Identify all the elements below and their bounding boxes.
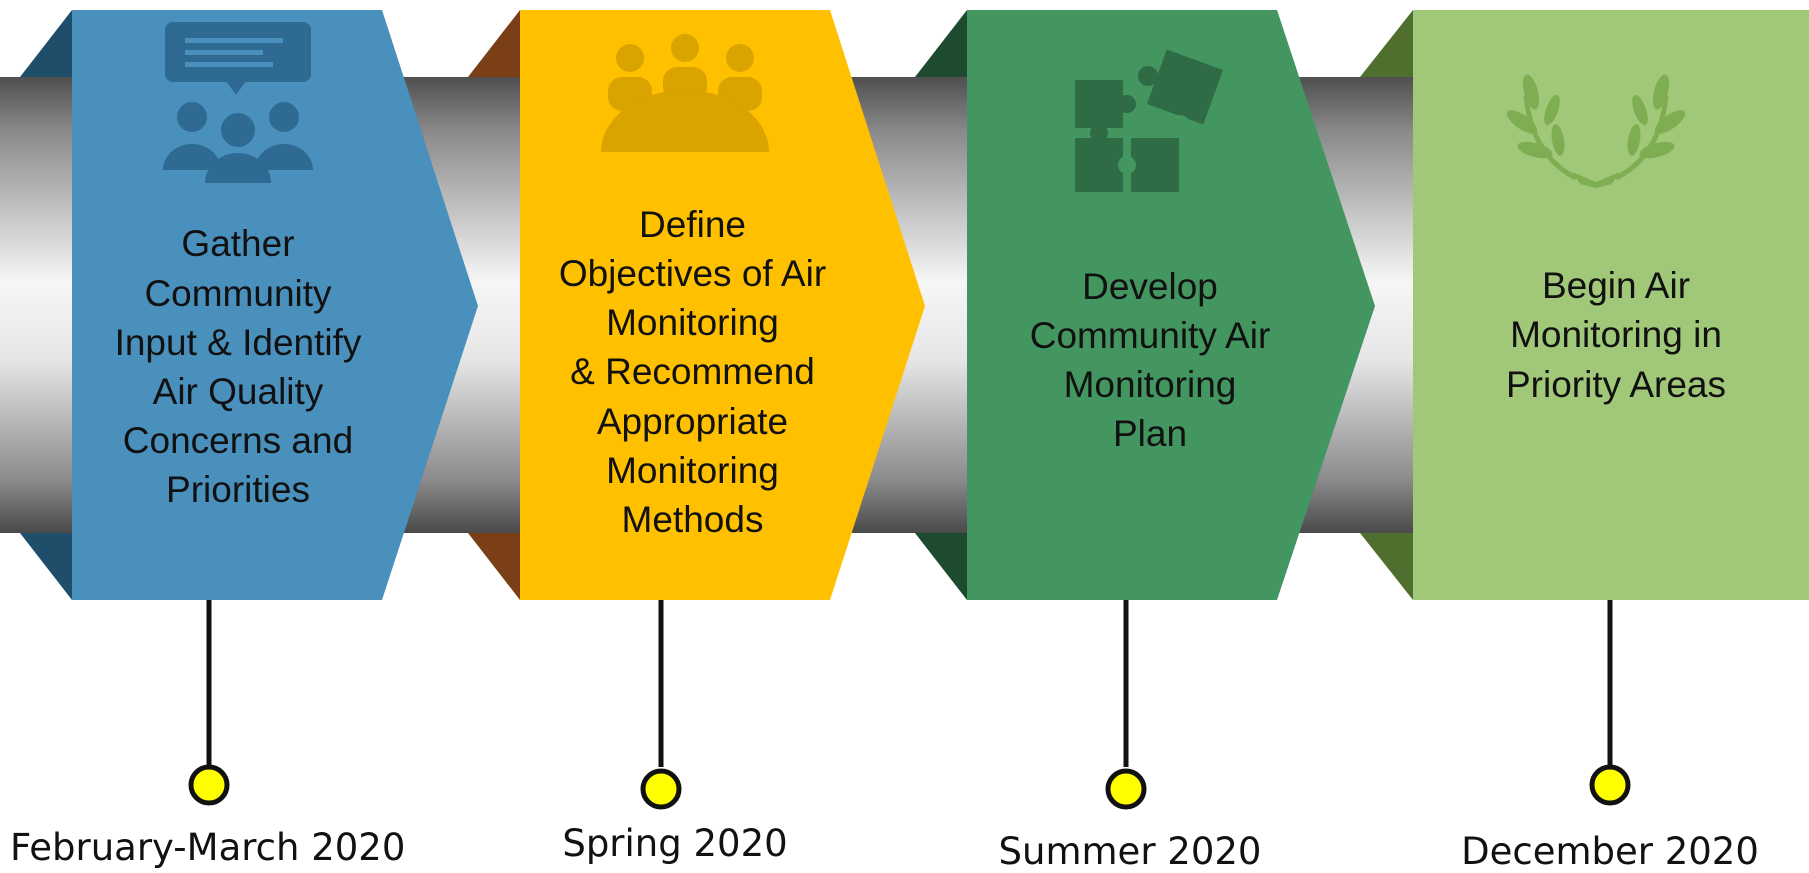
step-3 — [915, 10, 1375, 600]
laurel-wreath-icon — [1506, 74, 1686, 188]
step-1-title-line: Community — [144, 272, 332, 314]
step-2-title-line: Methods — [621, 499, 764, 540]
step-1 — [20, 10, 478, 600]
step-2-fold-top — [468, 10, 520, 77]
meeting-group-icon — [601, 34, 769, 152]
step-1-title-line: Gather — [181, 223, 295, 265]
step-4-panel — [1413, 10, 1809, 600]
step-1-fold-top — [20, 10, 72, 77]
step-4-title-line: Monitoring in — [1510, 314, 1722, 356]
step-1-title-line: Air Quality — [152, 371, 324, 412]
step-1-title-line: Priorities — [166, 469, 310, 511]
step-4-fold-top — [1360, 10, 1413, 77]
step-3-title-line: Monitoring — [1063, 364, 1237, 405]
step-4 — [1360, 10, 1809, 600]
step-4-marker — [1589, 764, 1631, 806]
step-3-title-line: Plan — [1112, 413, 1188, 455]
step-2-title-line: Objectives of Air — [558, 252, 827, 294]
step-2-fold-bottom — [468, 533, 520, 600]
step-2-title-line: Appropriate — [596, 400, 789, 442]
step-1-marker — [188, 764, 230, 806]
step-4-title-line: Priority Areas — [1505, 363, 1726, 405]
step-2-chevron — [520, 10, 925, 600]
step-1-title-line: Concerns and — [122, 420, 354, 462]
step-3-date: Summer 2020 — [998, 830, 1262, 873]
step-4-title-line: Begin Air — [1541, 265, 1691, 307]
step-3-chevron — [967, 10, 1375, 600]
step-3-title-line: Develop — [1082, 265, 1218, 307]
step-1-date: February-March 2020 — [10, 826, 406, 869]
timeline-stems — [206, 600, 1613, 767]
step-4-fold-bottom — [1360, 533, 1413, 600]
step-2-title-line: Monitoring — [606, 449, 779, 491]
step-3-fold-top — [915, 10, 967, 77]
timeline-markers — [188, 764, 1631, 810]
step-2-title-line: Monitoring — [606, 302, 779, 344]
step-4-date: December 2020 — [1461, 830, 1759, 873]
step-1-title-line: Input & Identify — [114, 321, 362, 363]
step-3-marker — [1105, 768, 1147, 810]
step-2-title-line: Define — [639, 203, 746, 245]
step-2-title-line: & Recommend — [570, 351, 815, 393]
step-1-fold-bottom — [20, 533, 72, 600]
community-input-icon — [163, 22, 313, 183]
step-2-date: Spring 2020 — [562, 822, 788, 865]
step-3-fold-bottom — [915, 533, 967, 600]
step-3-title-line: Community Air — [1029, 314, 1271, 356]
step-2 — [468, 10, 925, 600]
step-2-marker — [640, 768, 682, 810]
puzzle-pieces-icon — [1075, 49, 1224, 192]
